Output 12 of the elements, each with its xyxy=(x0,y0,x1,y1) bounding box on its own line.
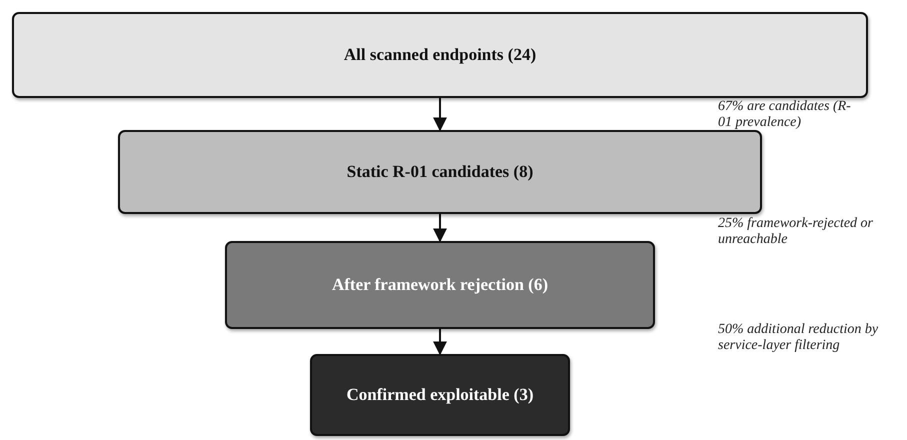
box-label: Static R-01 candidates (8) xyxy=(346,162,534,182)
process-box xyxy=(225,241,655,329)
arrow xyxy=(433,98,447,132)
process-box xyxy=(310,354,570,436)
box-label: After framework rejection (6) xyxy=(332,275,548,295)
process-box xyxy=(12,12,868,98)
arrow xyxy=(433,214,447,242)
process-box xyxy=(118,130,762,214)
box-label: Confirmed exploitable (3) xyxy=(346,385,534,405)
annotation-note: 67% are candidates (R-01 prevalence) xyxy=(718,99,853,131)
arrow xyxy=(433,329,447,356)
box-label: All scanned endpoints (24) xyxy=(344,45,536,65)
